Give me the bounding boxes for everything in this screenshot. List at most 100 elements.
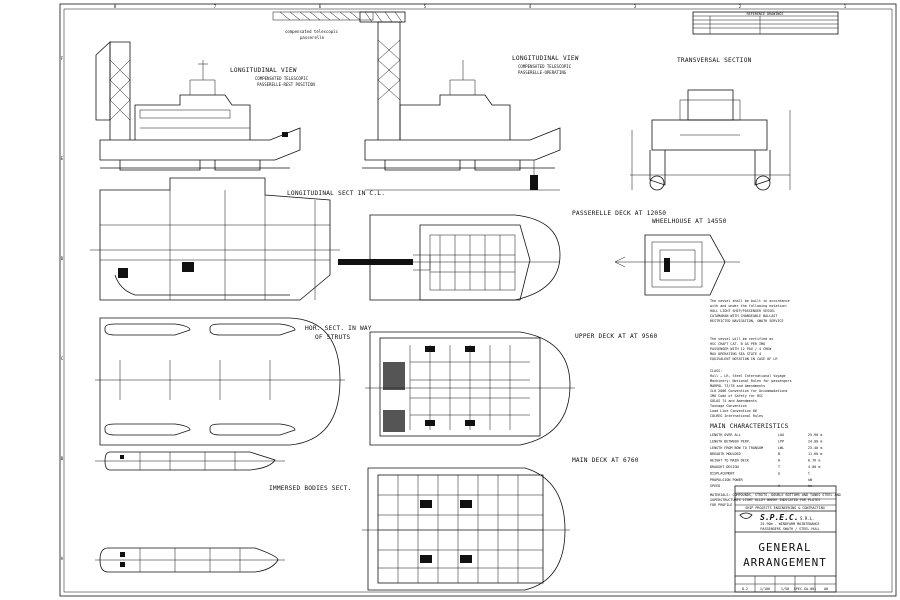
wheelhouse-title: WHEELHOUSE AT 14550 [652, 218, 727, 225]
transversal-section [630, 89, 791, 191]
characteristic-value: 11.60 m [808, 452, 822, 456]
label-hor-sect: HOR. SECT. IN WAY OF STRUTS [305, 325, 372, 341]
title-block: SHIP PROJECTS ENGINEERING & CONTRACTING … [734, 485, 837, 593]
class2-note-line: The vessel will be certified as [710, 337, 773, 341]
footer-value: A0 [824, 587, 828, 591]
footer-value: D-2 [742, 587, 748, 591]
long-view-operating-title: LONGITUDINAL VIEW [512, 55, 579, 62]
hor-sect-line2: OF STRUTS [315, 334, 350, 341]
class3-note-line: SOLAS 74 and Amendments [710, 399, 757, 403]
column-mark: 3 [634, 4, 637, 9]
class2-note-line: EQUIVALENT NOTATION IN CASE OF LR [710, 357, 778, 361]
transversal-section-title: TRANSVERSAL SECTION [677, 57, 752, 64]
column-mark: 5 [424, 4, 427, 9]
main-deck-title: MAIN DECK AT 6760 [572, 457, 639, 464]
upper-deck-plan [365, 331, 575, 446]
passerelle-deck-title: PASSERELLE DECK AT 12050 [572, 210, 666, 217]
passerelle-deck-plan [338, 214, 561, 301]
characteristic-abbr: Δ [778, 471, 780, 475]
row-mark: D [61, 256, 64, 261]
class2-note-line: MAX OPERATING SEA STATE 4 [710, 352, 761, 356]
footer-value: SPEC-GA-001 [794, 587, 816, 591]
characteristic-value: kW [808, 478, 813, 482]
immersed-bodies-top [95, 451, 285, 471]
characteristic-abbr: LOA [778, 433, 784, 437]
classification-notes: The vessel shall be built in accordance … [710, 299, 792, 418]
characteristic-label: LENGTH FROM BOW TO TRANSOM [710, 446, 763, 450]
passerelle-note-line1: compensated telescopic [285, 29, 339, 34]
characteristic-value: 25.90 m [808, 433, 822, 437]
footer-value: 1/50 [781, 587, 789, 591]
class3-note-line: Machinery: Notional Rules for passengers [710, 379, 792, 383]
drawing-title-line-2: ARRANGEMENT [743, 556, 827, 569]
class3-note-line: CLASS: [710, 369, 722, 373]
column-mark: 8 [114, 4, 117, 9]
characteristic-abbr: B [778, 452, 780, 456]
company-suffix: S.R.L. [800, 516, 814, 521]
materials-line: MATERIALS: COMPOUNDS, STRUTS, DOUBLE BOT… [710, 493, 841, 497]
project-line-1: 25.90m - WINDFARM MAINTENANCE [760, 522, 819, 526]
row-mark: E [61, 156, 64, 161]
wheelhouse-plan [614, 234, 740, 296]
characteristic-label: SPEED [710, 484, 720, 488]
characteristic-label: BREADTH MOULDED [710, 452, 741, 456]
long-view-operating-line1: COMPENSATED TELESCOPIC [518, 64, 572, 69]
long-view-rest-line1: COMPENSATED TELESCOPIC [255, 76, 309, 81]
class3-note-line: COLREG International Rules [710, 414, 763, 418]
class2-note-line: PASSENGER WITH 12 PAX / 4 CREW [710, 347, 772, 351]
column-mark: 2 [739, 4, 742, 9]
class-note-line: The vessel shall be built in accordance [710, 299, 790, 303]
main-deck-plan [362, 467, 570, 591]
passerelle-note: compensated telescopic passerelle [272, 11, 374, 40]
column-mark: 7 [214, 4, 217, 9]
row-mark: A [61, 556, 64, 561]
horizontal-section-struts [95, 317, 345, 446]
class3-note-line: MARPOL 73/78 and Amendments [710, 384, 765, 388]
characteristic-label: HEIGHT TO MAIN DECK [710, 459, 750, 463]
row-mark: F [61, 56, 64, 61]
immersed-bodies-title: IMMERSED BODIES SECT. [269, 485, 351, 492]
row-marks: F E D C B A [61, 56, 64, 561]
upper-deck-title: UPPER DECK AT AT 9560 [575, 333, 658, 340]
class2-note-line: HSC CRAFT CAT. B AS PER IMO [710, 342, 765, 346]
class-note-line: RESTRICTED NAVIGATION, SWATH SERVICE [710, 319, 784, 323]
main-characteristics-title: MAIN CHARACTERISTICS [710, 423, 789, 430]
row-mark: C [61, 356, 64, 361]
company-logo-icon [739, 512, 753, 519]
company-name: S.P.E.C. [760, 513, 799, 522]
long-view-operating-line2: PASSERELLE-OPERATING [518, 70, 567, 75]
longitudinal-view-operating [359, 11, 561, 191]
materials-line: SUPERSTRUCTURES LIGHT ALLOY WHERE INDICA… [710, 498, 820, 502]
characteristic-label: LENGTH BETWEEN PERP. [710, 439, 751, 443]
class-note-line: with and under the following notation: [710, 304, 788, 308]
long-view-rest-line2: PASSERELLE-REST POSITION [257, 82, 315, 87]
characteristic-value: t [808, 471, 810, 475]
characteristic-abbr: LPP [778, 439, 784, 443]
label-long-view-operating: LONGITUDINAL VIEW COMPENSATED TELESCOPIC… [512, 55, 579, 75]
drawing-title-line-1: GENERAL [758, 541, 811, 554]
materials-line: FOR PROFILE [710, 503, 732, 507]
reference-drawings-title: REFERENCE DRAWINGS [747, 12, 784, 16]
row-mark: B [61, 456, 64, 461]
characteristic-abbr: H [778, 459, 780, 463]
sheet-border [59, 3, 897, 597]
long-view-rest-title: LONGITUDINAL VIEW [230, 67, 297, 74]
column-mark: 1 [844, 4, 847, 9]
characteristic-abbr: T [778, 465, 780, 469]
reference-drawings-table: REFERENCE DRAWINGS [692, 11, 839, 35]
class3-note-line: Tonnage Convention [710, 404, 747, 408]
class3-note-line: ILO 2006 Convention for Accommodations [710, 389, 788, 393]
passerelle-note-line2: passerelle [300, 35, 325, 40]
characteristic-value: 6.76 m [808, 459, 820, 463]
company-full-name: SHIP PROJECTS ENGINEERING & CONTRACTING [745, 506, 825, 510]
longitudinal-section-cl [90, 177, 340, 301]
characteristic-abbr: LWL [778, 446, 784, 450]
long-sect-title: LONGITUDINAL SECT IN C.L. [287, 190, 385, 197]
label-long-view-rest: LONGITUDINAL VIEW COMPENSATED TELESCOPIC… [230, 67, 315, 87]
column-marks: 8 7 6 5 4 3 2 1 [114, 4, 847, 9]
longitudinal-view-rest [95, 41, 301, 171]
characteristic-label: PROPULSION POWER [710, 478, 744, 482]
class3-note-line: Load Line Convention 66 [710, 409, 757, 413]
